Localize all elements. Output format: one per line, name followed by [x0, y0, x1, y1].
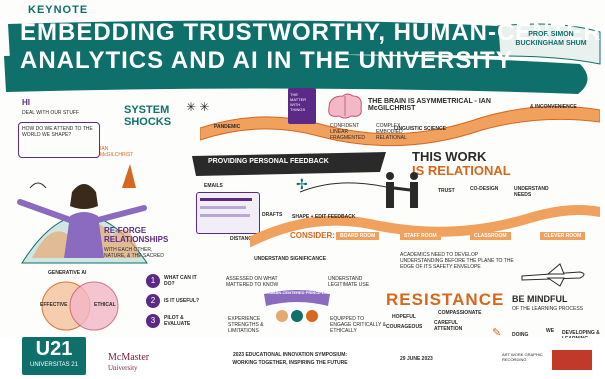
footer-bar: [0, 338, 605, 379]
room-board: BOARD ROOM: [336, 232, 380, 240]
resistance-word: RESISTANCE: [386, 290, 505, 309]
venn-right-label: ETHICAL: [94, 302, 116, 308]
principles-banner: [264, 290, 330, 322]
relational-trust: TRUST: [438, 188, 455, 194]
step-text: PILOT & EVALUATE: [164, 315, 191, 327]
email-line: [200, 214, 250, 217]
mcmaster-sub: University: [108, 364, 138, 372]
venn-left-label: EFFECTIVE: [40, 302, 68, 308]
principle-top-right: UNDERSTAND LEGITIMATE USE: [328, 276, 370, 288]
right-brain-item: EMBODIED: [376, 129, 403, 135]
consider-label: CONSIDER:: [290, 231, 335, 240]
handshake-people-icon: [386, 172, 418, 208]
u21-logo: U21 UNIVERSITAS 21: [22, 337, 86, 375]
step-text: WHAT CAN IT DO?: [164, 275, 197, 287]
mcmaster-name: McMaster: [108, 352, 150, 363]
step-number: 1: [146, 274, 160, 288]
step-text: IS IT USEFUL?: [164, 298, 199, 304]
asterisk-icon: ✳ ✳: [186, 100, 210, 114]
ribbon-left-label: PANDEMIC: [214, 124, 241, 130]
reforge-sub: WITH EACH OTHER, NATURE, & THE SACRED: [104, 247, 164, 259]
mcmaster-logo: McMaster University: [108, 352, 149, 374]
mindful-title: BE MINDFUL: [512, 294, 568, 304]
step-item: 1 WHAT CAN IT DO?: [146, 274, 200, 288]
feedback-banner: [192, 152, 386, 176]
brain-quote: THE BRAIN IS ASYMMETRICAL - IAN McGILCHR…: [368, 98, 491, 112]
principle-top: UNDERSTAND SIGNIFICANCE: [254, 256, 326, 262]
principle-top-left: ASSESSED ON WHAT MATTERED TO KNOW: [226, 276, 279, 288]
step-number: 2: [146, 294, 160, 308]
reforge-title: RE-FORGE RELATIONSHIPS: [104, 226, 169, 244]
email-line: [200, 198, 252, 201]
artist-logo: [552, 350, 592, 370]
title-line-2: ANALYTICS AND AI IN THE UNIVERSITY: [20, 47, 513, 74]
ribbon-right-label: & INCONVENIENCE: [530, 104, 577, 110]
relational-needs: UNDERSTAND NEEDS: [514, 186, 549, 198]
step-item: 3 PILOT & EVALUATE: [146, 314, 200, 328]
path-label: SHAPE + EDIT FEEDBACK: [292, 214, 356, 220]
left-brain-item: FRAGMENTED: [330, 135, 365, 141]
principles-center: HUMAN-CENTERED PRINCIPLES: [266, 290, 330, 295]
feedback-road: [250, 182, 600, 247]
quote-author: IAN McGILCHRIST: [100, 146, 134, 158]
feedback-banner-text: PROVIDING PERSONAL FEEDBACK: [208, 158, 329, 165]
email-line: [200, 206, 246, 209]
title-banner: [4, 20, 601, 94]
ribbon-mid-label: LINGUISTIC SCIENCE: [394, 126, 446, 132]
book-icon: [288, 88, 316, 124]
room-clever: CLEVER ROOM: [540, 232, 586, 240]
venn-diagram: [41, 281, 119, 331]
system-shocks-label: SYSTEM SHOCKS: [124, 104, 172, 128]
question-text: HOW DO WE ATTEND TO THE WORLD WE SHAPE?: [22, 126, 93, 138]
greeting-hi: HI: [22, 98, 30, 107]
relational-heading-2: IS RELATIONAL: [412, 163, 511, 178]
distance-label: DISTANCE: [230, 236, 256, 242]
trait-attention: CAREFUL ATTENTION: [434, 320, 463, 332]
u21-logo-text: U21: [35, 338, 73, 360]
trait-hopeful: HOPEFUL: [392, 314, 416, 320]
brain-icon: [328, 93, 362, 119]
saw-tool-icon: ✎: [492, 327, 502, 339]
academics-note: ACADEMICS NEED TO DEVELOP UNDERSTANDING …: [400, 252, 514, 270]
keynote-kicker: KEYNOTE: [28, 4, 89, 16]
u21-logo-sub: UNIVERSITAS 21: [30, 362, 78, 368]
principle-bottom-left: EXPERIENCE STRENGTHS & LIMITATIONS: [228, 316, 264, 334]
speaker-name: PROF. SIMON BUCKINGHAM SHUM: [515, 31, 587, 47]
relational-codesign: CO-DESIGN: [470, 186, 499, 192]
room-staff: STAFF ROOM: [400, 232, 441, 240]
step-item: 2 IS IT USEFUL?: [146, 294, 200, 308]
book-title: THE MATTER WITH THINGS: [290, 92, 307, 112]
event-date: 29 JUNE 2023: [400, 356, 433, 362]
system-ribbon: [200, 105, 600, 147]
venn-title: GENERATIVE AI: [48, 270, 87, 276]
trait-courageous: COURAGEOUS: [386, 324, 423, 330]
mindful-doing: DOING: [512, 332, 529, 338]
left-brain-item: LINEAR: [330, 129, 349, 135]
dragonfly-icon: ✢: [296, 176, 308, 192]
relational-heading-1: THIS WORK: [412, 149, 487, 164]
globe-illustration: [17, 164, 148, 264]
mindful-sub: OF THE LEARNING PROCESS: [512, 306, 584, 312]
right-brain-item: COMPLEX: [376, 123, 401, 129]
right-brain-item: RELATIONAL: [376, 135, 407, 141]
event-line-2: WORKING TOGETHER, INSPIRING THE FUTURE: [232, 360, 348, 366]
left-brain-col: CONFIDENT LINEAR FRAGMENTED: [330, 123, 365, 141]
principle-bottom-right: EQUIPPED TO ENGAGE CRITICALLY & ETHICALL…: [330, 316, 386, 334]
right-brain-col: COMPLEX EMBODIED RELATIONAL: [376, 123, 407, 141]
question-bubble: [18, 122, 100, 158]
mindful-we: WE: [546, 328, 555, 334]
steps-list: 1 WHAT CAN IT DO? 2 IS IT USEFUL? 3 PILO…: [146, 274, 200, 328]
trait-compassionate: COMPASSIONATE: [438, 310, 482, 316]
airplane-icon: [521, 263, 585, 287]
step-number: 3: [146, 314, 160, 328]
artist-credit: ART WORK GRAPHIC RECORDING: [502, 352, 543, 362]
room-classroom: CLASSROOM: [470, 232, 511, 240]
title-line-1: EMBEDDING TRUSTWORTHY, HUMAN-CENTERED: [20, 19, 605, 46]
left-brain-item: CONFIDENT: [330, 123, 360, 129]
greeting-sub: DEAL WITH OUR STUFF: [22, 110, 80, 116]
event-line-1: 2023 EDUCATIONAL INNOVATION SYMPOSIUM:: [232, 352, 348, 358]
emails-label: EMAILS: [204, 183, 223, 189]
drafts-label: DRAFTS: [262, 212, 283, 218]
